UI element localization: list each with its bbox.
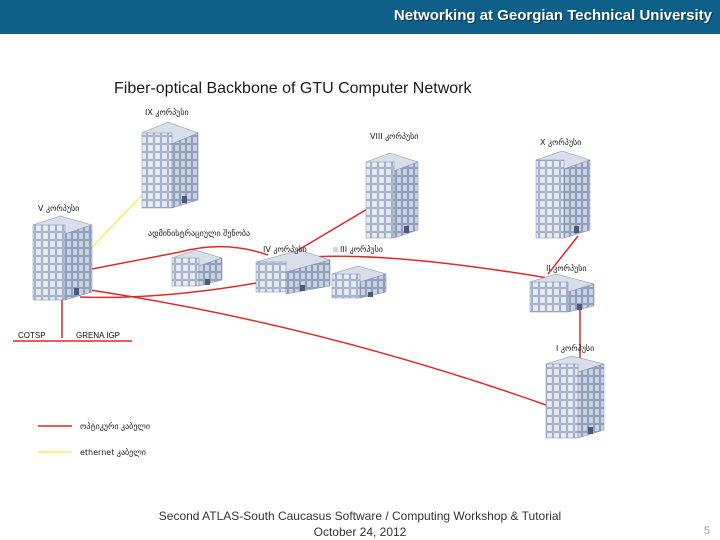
label-grena: GRENA IGP: [76, 331, 120, 340]
footer-date: October 24, 2012: [313, 525, 407, 539]
building-v: [32, 215, 93, 301]
fiber-cable-v-i: [89, 289, 547, 406]
cables: [13, 186, 581, 406]
footer-workshop: Second ATLAS-South Caucasus Software / C…: [158, 509, 562, 523]
fiber-cable-iv-admin: [179, 245, 269, 256]
ethernet-cable: [91, 186, 151, 248]
legend-ethernet-label: ethernet კაბელი: [80, 447, 146, 457]
building-x: [535, 150, 591, 239]
slide-title: Fiber-optical Backbone of GTU Computer N…: [114, 80, 472, 97]
label-building-v: V კორპუსი: [38, 203, 79, 213]
label-building-viii: VIII კორპუსი: [370, 131, 418, 141]
building-i: [545, 355, 605, 439]
fiber-cable-v-iii: [79, 281, 263, 299]
label-building-i: I კორპუსი: [556, 343, 594, 353]
label-building-ix: IX კორპუსი: [145, 107, 189, 117]
building-iii: [331, 265, 387, 299]
legend: ოპტიკური კაბელი ethernet კაბელი: [38, 421, 150, 457]
label-building-x: X კორპუსი: [540, 137, 581, 147]
label-building-iv: IV კორპუსი: [263, 244, 307, 254]
building-viii: [365, 152, 419, 239]
header-bar: Networking at Georgian Technical Univers…: [0, 0, 720, 34]
label-building-iii: III კორპუსი: [340, 244, 383, 254]
label-building-admin: ადმინისტრაციული შენობა: [148, 228, 250, 238]
building-admin: [171, 249, 223, 287]
label-cotsp: COTSP: [18, 331, 46, 340]
building-iii-marker: [333, 247, 338, 252]
page-number: 5: [703, 525, 710, 537]
legend-fiber-label: ოპტიკური კაბელი: [80, 421, 150, 431]
header-title: Networking at Georgian Technical Univers…: [393, 7, 712, 24]
building-iv: [255, 249, 331, 295]
building-ii: [529, 273, 595, 313]
building-ix: [141, 121, 199, 209]
fiber-cable-admin-v: [91, 251, 181, 270]
fiber-cable-ii-x: [547, 235, 579, 275]
label-building-ii: II კორპუსი: [546, 263, 587, 273]
footer: Second ATLAS-South Caucasus Software / C…: [0, 508, 720, 540]
